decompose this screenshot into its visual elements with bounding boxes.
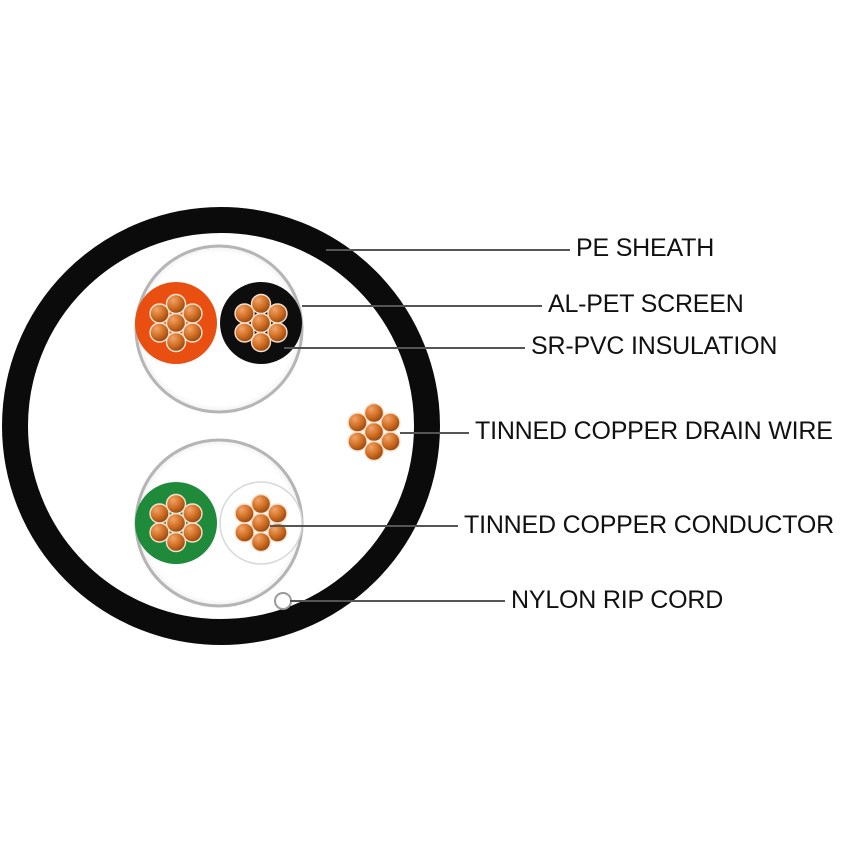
nylon-rip-cord-icon — [274, 592, 292, 610]
copper-strand-icon — [363, 421, 385, 443]
copper-strand-icon — [234, 322, 255, 343]
copper-strand-icon — [363, 402, 385, 424]
copper-strand-icon — [250, 312, 272, 334]
copper-strand-icon — [250, 331, 272, 353]
copper-strand-icon — [182, 503, 203, 524]
copper-strand-icon — [165, 493, 187, 515]
copper-strand-icon — [250, 293, 272, 315]
label-conductor: TINNED COPPER CONDUCTOR — [464, 511, 834, 539]
copper-strand-icon — [165, 512, 187, 534]
label-drain-wire: TINNED COPPER DRAIN WIRE — [475, 417, 833, 445]
copper-strand-icon — [267, 322, 288, 343]
copper-strand-icon — [380, 412, 401, 433]
screened-pair-bottom — [134, 438, 304, 608]
copper-strand-icon — [250, 531, 272, 553]
pe-sheath — [2, 207, 440, 645]
copper-strand-icon — [363, 440, 385, 462]
label-rip-cord: NYLON RIP CORD — [511, 586, 724, 614]
label-al-pet-screen: AL-PET SCREEN — [548, 290, 744, 318]
copper-strand-icon — [347, 412, 368, 433]
screened-pair-top — [134, 244, 304, 414]
drain-wire-strands — [347, 402, 401, 462]
copper-strand-icon — [149, 503, 170, 524]
copper-strand-icon — [234, 503, 255, 524]
label-pe-sheath: PE SHEATH — [576, 234, 715, 262]
conductor-strands-white — [234, 493, 288, 553]
copper-strand-icon — [165, 331, 187, 353]
conductor-strands-green — [149, 493, 203, 553]
copper-strand-icon — [182, 522, 203, 543]
copper-strand-icon — [250, 512, 272, 534]
copper-strand-icon — [165, 312, 187, 334]
copper-strand-icon — [182, 322, 203, 343]
label-sr-pvc-insulation: SR-PVC INSULATION — [531, 332, 778, 360]
copper-strand-icon — [149, 303, 170, 324]
copper-strand-icon — [149, 322, 170, 343]
copper-strand-icon — [165, 293, 187, 315]
copper-strand-icon — [182, 303, 203, 324]
copper-strand-icon — [149, 522, 170, 543]
leader-lines — [270, 249, 570, 602]
conductor-strands-black — [234, 293, 288, 353]
copper-strand-icon — [234, 522, 255, 543]
conductor-strands-orange — [149, 293, 203, 353]
copper-strand-icon — [250, 493, 272, 515]
copper-strand-icon — [380, 431, 401, 452]
copper-strand-icon — [234, 303, 255, 324]
copper-strand-icon — [165, 531, 187, 553]
copper-strand-icon — [267, 503, 288, 524]
copper-strand-icon — [267, 303, 288, 324]
copper-strand-icon — [347, 431, 368, 452]
